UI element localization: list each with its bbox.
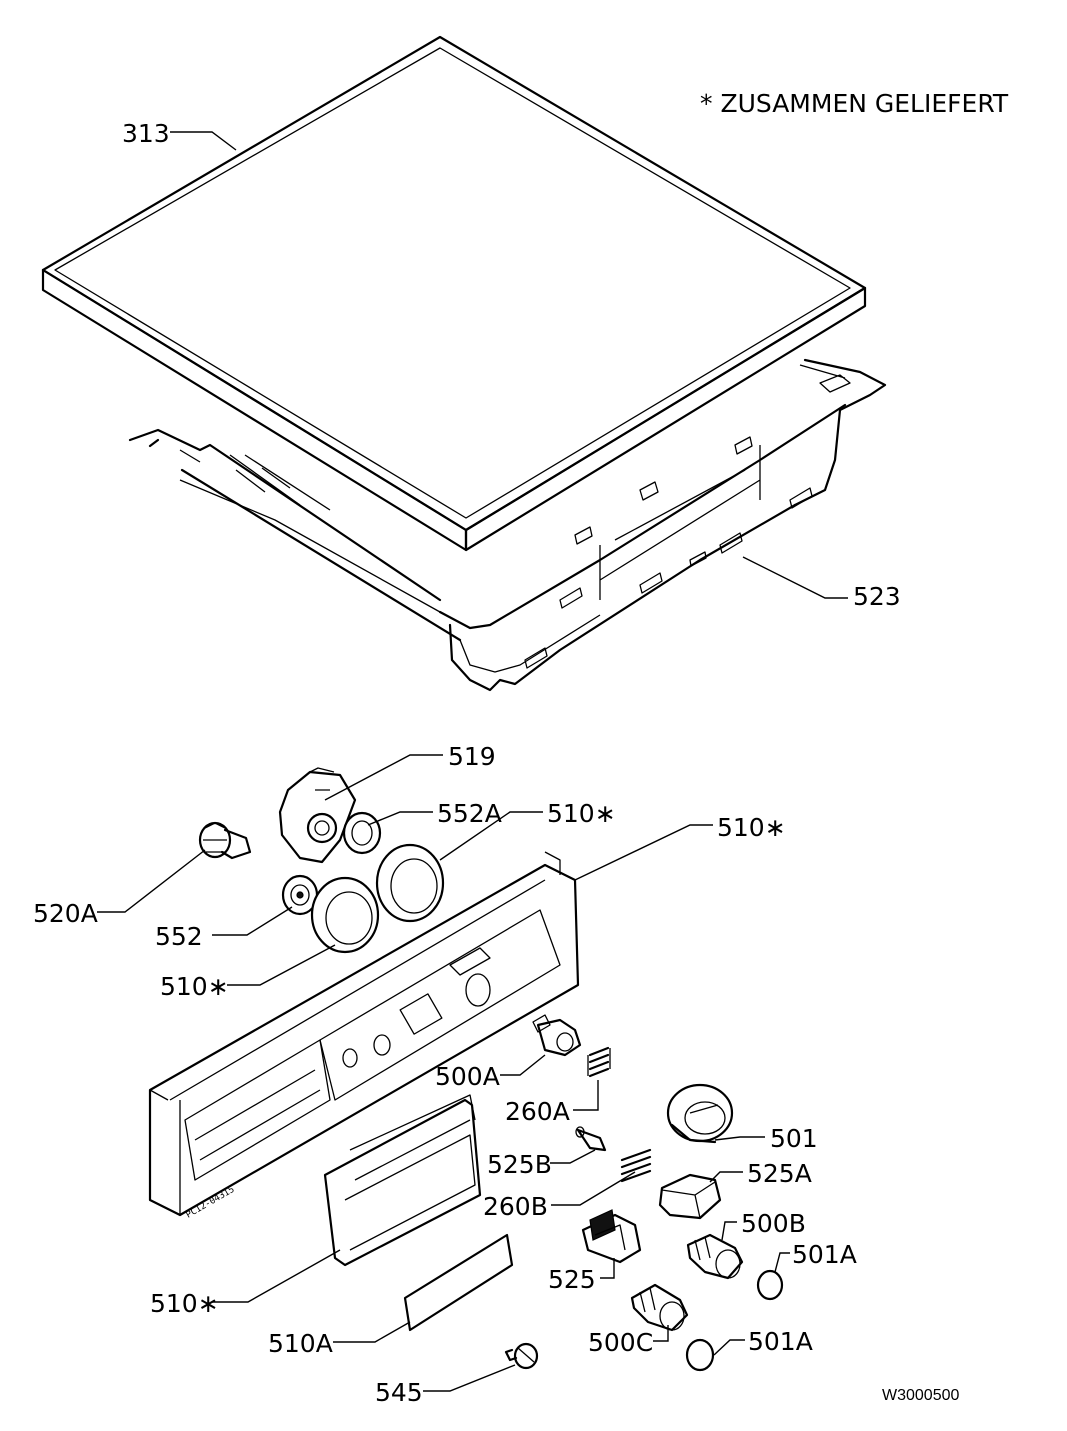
label-545: 545 xyxy=(375,1378,423,1407)
label-519: 519 xyxy=(448,742,496,771)
label-501A-lower: 501A xyxy=(748,1327,813,1356)
label-552A: 552A xyxy=(437,799,502,828)
cap-525A xyxy=(658,1173,722,1220)
label-501: 501 xyxy=(770,1124,818,1153)
bracket-519 xyxy=(278,767,357,864)
frame-523 xyxy=(128,358,887,692)
note-supplied-together: * ZUSAMMEN GELIEFERT xyxy=(700,89,1009,118)
drawing-number: W3000500 xyxy=(882,1387,959,1404)
button-510-lower xyxy=(310,876,380,954)
label-523: 523 xyxy=(853,582,901,611)
cap-501A-upper xyxy=(756,1269,784,1301)
knob-520A xyxy=(198,821,252,860)
label-520A: 520A xyxy=(33,899,98,928)
button-510-upper xyxy=(375,843,445,923)
label-525: 525 xyxy=(548,1265,596,1294)
switch-525 xyxy=(581,1209,642,1264)
pushbutton-500B xyxy=(686,1233,744,1280)
label-260B: 260B xyxy=(483,1192,548,1221)
control-panel-510 xyxy=(148,851,580,1217)
pushbutton-500C xyxy=(630,1283,689,1332)
label-500A: 500A xyxy=(435,1062,500,1091)
label-260A: 260A xyxy=(505,1097,570,1126)
cap-501A-lower xyxy=(685,1338,715,1372)
knob-501 xyxy=(666,1083,734,1144)
pin-525B xyxy=(575,1126,607,1152)
label-525B: 525B xyxy=(487,1150,552,1179)
label-552: 552 xyxy=(155,922,203,951)
label-501A-upper: 501A xyxy=(792,1240,857,1269)
label-510-lower-button: 510∗ xyxy=(160,972,229,1001)
label-510-panel: 510∗ xyxy=(717,813,786,842)
spring-260A xyxy=(587,1046,611,1078)
top-cover-313 xyxy=(41,35,867,552)
label-525A: 525A xyxy=(747,1159,812,1188)
knob-500A xyxy=(532,1014,582,1057)
part-labels: * ZUSAMMEN GELIEFERT 313 523 519 552A 51… xyxy=(33,89,1009,1407)
screw-545 xyxy=(504,1342,539,1370)
label-313: 313 xyxy=(122,119,170,148)
leader-lines xyxy=(97,131,848,1392)
label-510A: 510A xyxy=(268,1329,333,1358)
spring-260B xyxy=(620,1148,652,1183)
label-510-upper-button: 510∗ xyxy=(547,799,616,828)
door-510 xyxy=(323,1094,482,1267)
ring-552A xyxy=(342,811,382,855)
label-500C: 500C xyxy=(588,1328,653,1357)
label-510-door: 510∗ xyxy=(150,1289,219,1318)
label-500B: 500B xyxy=(741,1209,806,1238)
strip-510A xyxy=(403,1233,514,1332)
